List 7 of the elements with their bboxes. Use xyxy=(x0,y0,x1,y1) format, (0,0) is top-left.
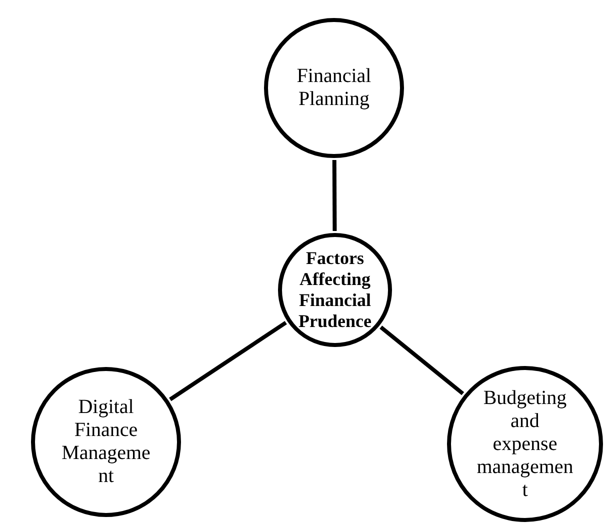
node-label: Factors Affecting Financial Prudence xyxy=(298,248,372,332)
node-label: Digital Finance Management xyxy=(60,396,152,488)
connector-line xyxy=(380,326,464,396)
node-label: Budgeting and expense management xyxy=(476,386,574,502)
node-label: Financial Planning xyxy=(296,65,372,111)
connector-line xyxy=(332,160,337,232)
connector-line xyxy=(169,320,287,402)
